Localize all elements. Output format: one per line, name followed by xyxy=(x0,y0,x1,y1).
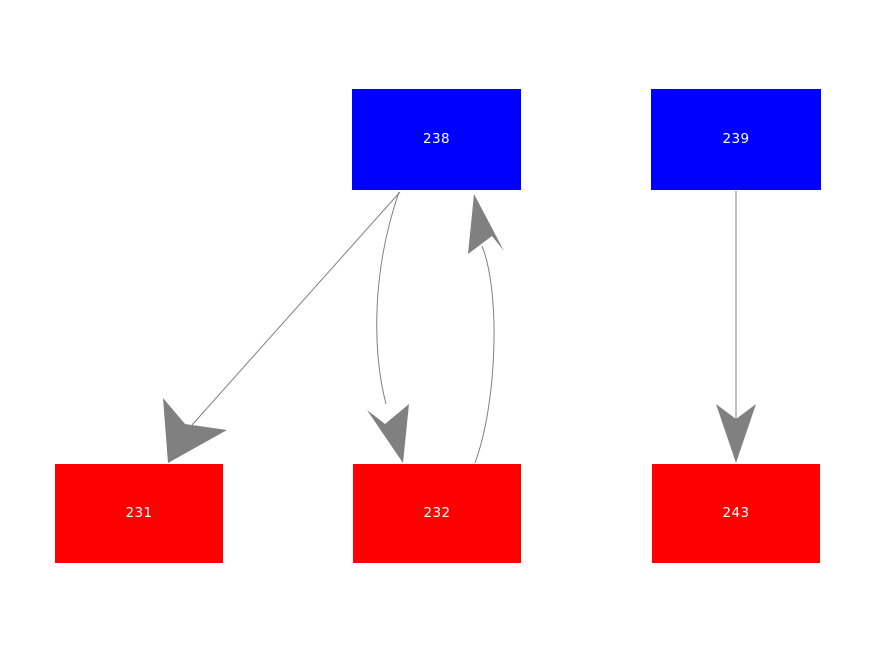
edge-232-238-arrowhead xyxy=(468,194,504,254)
node-label: 232 xyxy=(423,504,451,521)
graph-node-238[interactable]: 238 xyxy=(352,89,521,190)
edge-238-232-line xyxy=(376,191,400,405)
edge-239-243 xyxy=(716,191,756,463)
node-label: 238 xyxy=(423,130,450,147)
graph-node-232[interactable]: 232 xyxy=(353,464,521,563)
graph-node-231[interactable]: 231 xyxy=(55,464,223,563)
node-label: 231 xyxy=(125,504,153,521)
edge-232-238-line xyxy=(474,245,495,464)
edge-238-231-line xyxy=(191,191,401,426)
node-label: 239 xyxy=(722,130,750,147)
edge-239-243-arrowhead xyxy=(716,404,756,463)
node-label: 243 xyxy=(722,504,750,521)
graph-node-243[interactable]: 243 xyxy=(652,464,820,563)
graph-node-239[interactable]: 239 xyxy=(651,89,821,190)
edge-238-232 xyxy=(367,191,409,463)
edge-238-232-arrowhead xyxy=(367,404,409,463)
edge-238-231 xyxy=(163,191,401,463)
edge-232-238 xyxy=(468,194,504,464)
edge-238-231-arrowhead xyxy=(163,398,227,463)
